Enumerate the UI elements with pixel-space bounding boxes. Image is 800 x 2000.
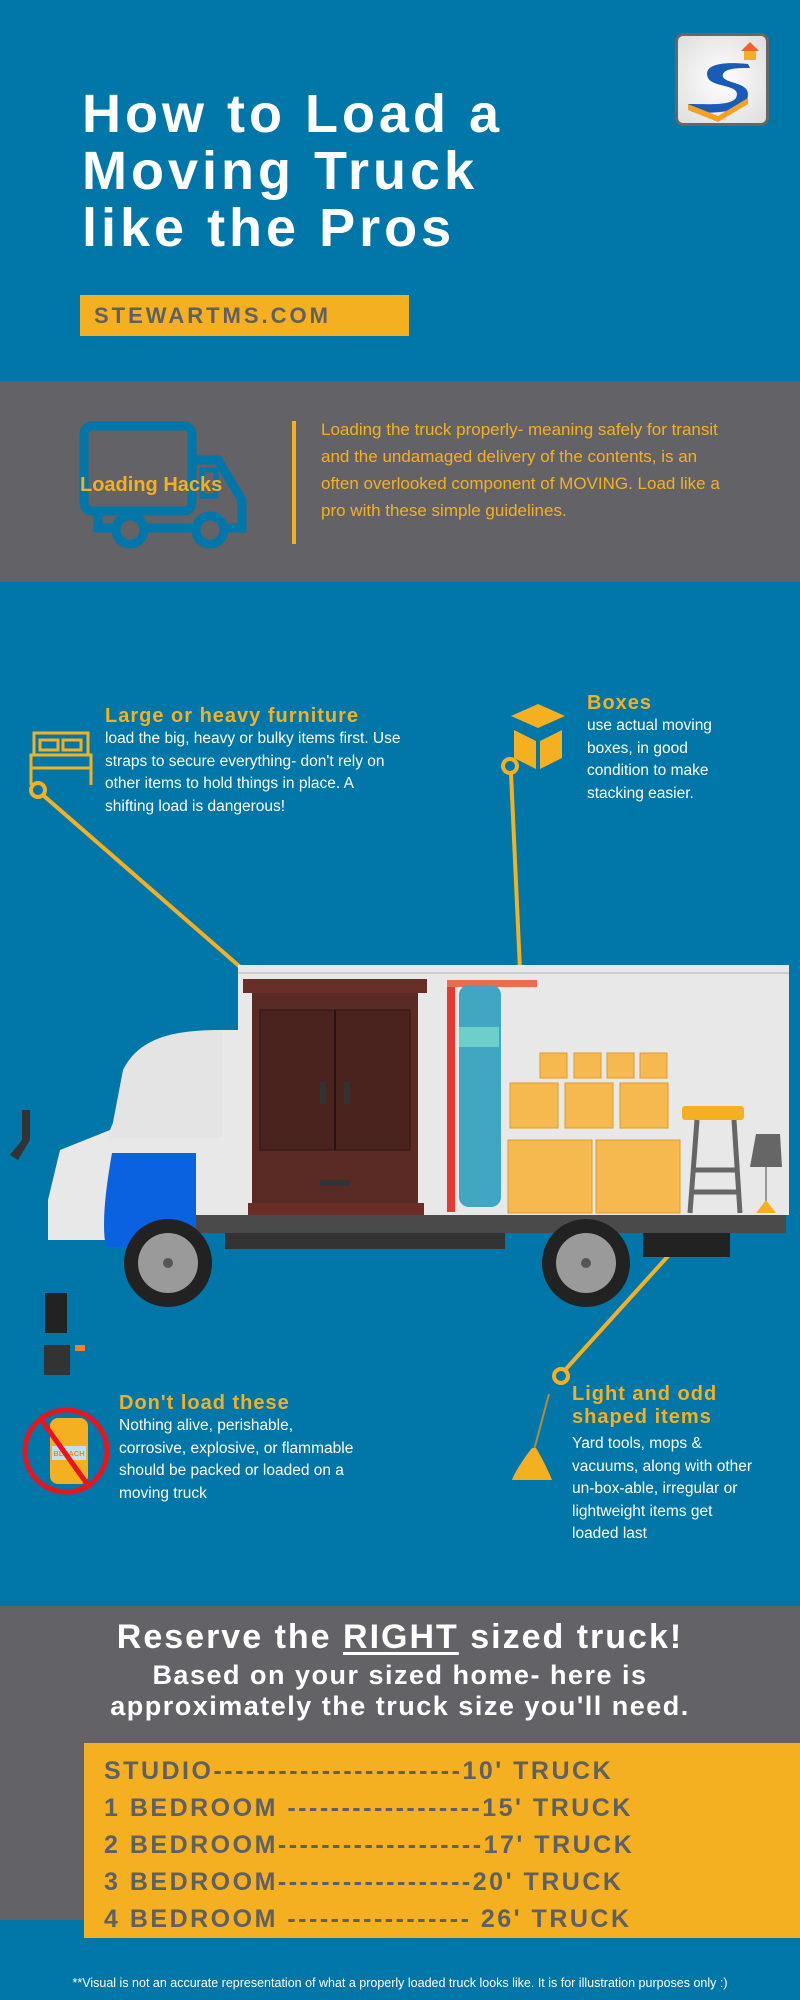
stool (682, 1106, 744, 1214)
size-row: STUDIO-----------------------10' TRUCK (104, 1757, 614, 1785)
bottle-label: BLEACH (53, 1449, 84, 1458)
intro-text: Loading the truck properly- meaning safe… (321, 420, 720, 520)
company-logo (675, 33, 769, 126)
tip-title: Boxes (587, 692, 653, 714)
tip-light-items: Light and odd shaped items Yard tools, m… (572, 1383, 762, 1546)
logo-s-icon (688, 42, 759, 122)
side-mirror (10, 1110, 30, 1160)
truck-size-table: STUDIO-----------------------10' TRUCK 1… (84, 1743, 800, 1938)
tip-title: Don't load these (119, 1392, 290, 1414)
lamp (750, 1134, 782, 1213)
tip-text: Yard tools, mops & vacuums, along with o… (572, 1435, 753, 1542)
title-line: Moving Truck (82, 141, 479, 201)
tip-text: load the big, heavy or bulky items first… (105, 730, 401, 815)
footnote: **Visual is not an accurate representati… (72, 1976, 728, 1990)
wheel-front (124, 1219, 212, 1307)
tip-title: Light and odd (572, 1383, 718, 1405)
bed-icon (29, 731, 93, 785)
website-banner[interactable]: STEWARTMS.COM (80, 295, 409, 336)
rolled-mattress (459, 985, 501, 1207)
size-row: 2 BEDROOM-------------------17' TRUCK (104, 1831, 635, 1859)
mop-icon (512, 1393, 552, 1480)
right-emphasis: RIGHT (343, 1618, 459, 1656)
truck-outline-icon (79, 421, 247, 549)
title-line: How to Load a (82, 84, 503, 144)
tip-text: use actual moving boxes, in good conditi… (587, 717, 712, 802)
tip-text: Nothing alive, perishable, corrosive, ex… (119, 1417, 354, 1502)
page-title: How to Load a Moving Truck like the Pros (82, 86, 503, 257)
tip-dont-load: Don't load these Nothing alive, perishab… (119, 1392, 354, 1505)
tip-boxes: Boxes use actual moving boxes, in good c… (587, 692, 737, 805)
no-bleach-icon: BLEACH (22, 1407, 110, 1495)
tip-title: shaped items (572, 1406, 712, 1428)
title-line: like the Pros (82, 198, 456, 258)
size-row: 4 BEDROOM ----------------- 26' TRUCK (104, 1905, 632, 1933)
wardrobe (243, 979, 427, 1215)
wheel-rear (542, 1219, 630, 1307)
box-icon (511, 704, 565, 769)
divider (292, 421, 296, 544)
size-row: 1 BEDROOM ------------------15' TRUCK (104, 1794, 633, 1822)
reserve-headline: Reserve the RIGHT sized truck! (116, 1618, 684, 1656)
tip-furniture: Large or heavy furniture load the big, h… (105, 705, 405, 818)
loading-hacks-label: Loading Hacks (80, 474, 223, 496)
tip-title: Large or heavy furniture (105, 705, 360, 727)
boxes (507, 1052, 681, 1214)
intro-band (0, 381, 800, 582)
chassis (120, 1215, 786, 1233)
size-row: 3 BEDROOM------------------20' TRUCK (104, 1868, 624, 1896)
